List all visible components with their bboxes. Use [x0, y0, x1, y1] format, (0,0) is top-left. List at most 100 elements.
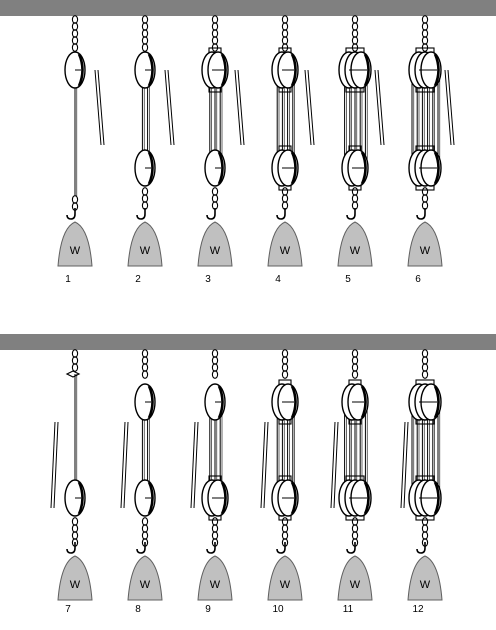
weight-shape — [198, 222, 232, 266]
weight-hook — [277, 542, 285, 553]
diagram-number-10: 10 — [272, 604, 284, 615]
weight-label: W — [280, 579, 291, 591]
weight-hook — [417, 542, 425, 553]
diagram-number-4: 4 — [275, 274, 281, 285]
top-block — [342, 380, 368, 424]
diagram-number-12: 12 — [412, 604, 424, 615]
ceiling-chain — [422, 16, 427, 52]
ceiling-beam-bottom — [0, 334, 496, 350]
weight-label: W — [420, 245, 431, 257]
rope-free-end — [445, 70, 451, 145]
weight: W — [58, 222, 92, 266]
rope-free-end — [95, 70, 101, 145]
weight-chain — [352, 188, 357, 210]
rope-knot — [67, 371, 79, 377]
bottom-block — [339, 476, 371, 520]
top-block — [409, 48, 441, 92]
bottom-block — [135, 150, 155, 186]
diagram-number-2: 2 — [135, 274, 141, 285]
ceiling-chain — [212, 350, 217, 379]
top-block — [135, 384, 155, 420]
weight: W — [198, 556, 232, 600]
diagram-number-3: 3 — [205, 274, 211, 285]
rope-free-end — [305, 70, 311, 145]
ceiling-chain — [282, 350, 287, 379]
bottom-block — [205, 150, 225, 186]
weight: W — [198, 222, 232, 266]
weight: W — [268, 556, 302, 600]
weight-label: W — [210, 579, 221, 591]
rope-free-end — [235, 70, 241, 145]
weight: W — [128, 556, 162, 600]
diagram-number-9: 9 — [205, 604, 211, 615]
bottom-block — [409, 146, 441, 190]
top-block — [409, 380, 441, 424]
weight: W — [338, 556, 372, 600]
rope-free-end-edge — [378, 70, 384, 145]
rope-free-end-edge — [448, 70, 454, 145]
weight-shape — [268, 556, 302, 600]
diagram-number-5: 5 — [345, 274, 351, 285]
diagram-group: W1W2W3W4W5W6W7W8W9W10W11W12 — [51, 16, 454, 615]
bottom-block — [409, 476, 441, 520]
weight: W — [338, 222, 372, 266]
weight-shape — [408, 222, 442, 266]
weight-label: W — [350, 579, 361, 591]
weight-hook — [67, 542, 75, 553]
weight-hook — [207, 542, 215, 553]
top-block — [202, 48, 228, 92]
weight-label: W — [350, 245, 361, 257]
weight-shape — [408, 556, 442, 600]
diagram-number-8: 8 — [135, 604, 141, 615]
bottom-block — [272, 476, 298, 520]
top-block — [272, 48, 298, 92]
weight-label: W — [420, 579, 431, 591]
top-block — [339, 48, 371, 92]
ceiling-chain — [282, 16, 287, 52]
top-block — [272, 380, 298, 424]
ceiling-chain — [422, 350, 427, 379]
weight-label: W — [280, 245, 291, 257]
weight-shape — [128, 556, 162, 600]
weight-shape — [268, 222, 302, 266]
weight-shape — [198, 556, 232, 600]
weight-chain — [422, 188, 427, 210]
weight-label: W — [140, 579, 151, 591]
bottom-block — [342, 146, 368, 190]
ceiling-chain — [352, 16, 357, 52]
diagram-number-1: 1 — [65, 274, 71, 285]
weight-chain — [212, 188, 217, 210]
diagram-number-6: 6 — [415, 274, 421, 285]
weight-chain — [142, 188, 147, 210]
bottom-block — [65, 480, 85, 516]
weight-label: W — [70, 245, 81, 257]
weight: W — [268, 222, 302, 266]
rope-free-end-edge — [98, 70, 104, 145]
weight-hook — [347, 542, 355, 553]
rope-free-end — [375, 70, 381, 145]
ceiling-chain — [142, 16, 147, 52]
weight-label: W — [210, 245, 221, 257]
weight-label: W — [140, 245, 151, 257]
rope-free-end — [165, 70, 171, 145]
weight-shape — [128, 222, 162, 266]
weight-label: W — [70, 579, 81, 591]
rope-free-end-edge — [308, 70, 314, 145]
bottom-block — [272, 146, 298, 190]
ceiling-beam-top — [0, 0, 496, 16]
weight: W — [58, 556, 92, 600]
bottom-block — [202, 476, 228, 520]
ceiling-chain — [72, 16, 77, 52]
ceiling-chain — [72, 350, 77, 372]
ceiling-chain — [142, 350, 147, 379]
rope-free-end-edge — [238, 70, 244, 145]
weight-hook — [137, 542, 145, 553]
ceiling-chain — [212, 16, 217, 52]
rope-free-end-edge — [168, 70, 174, 145]
weight-shape — [338, 222, 372, 266]
weight-shape — [58, 556, 92, 600]
top-block — [135, 52, 155, 88]
bottom-block — [135, 480, 155, 516]
weight: W — [128, 222, 162, 266]
